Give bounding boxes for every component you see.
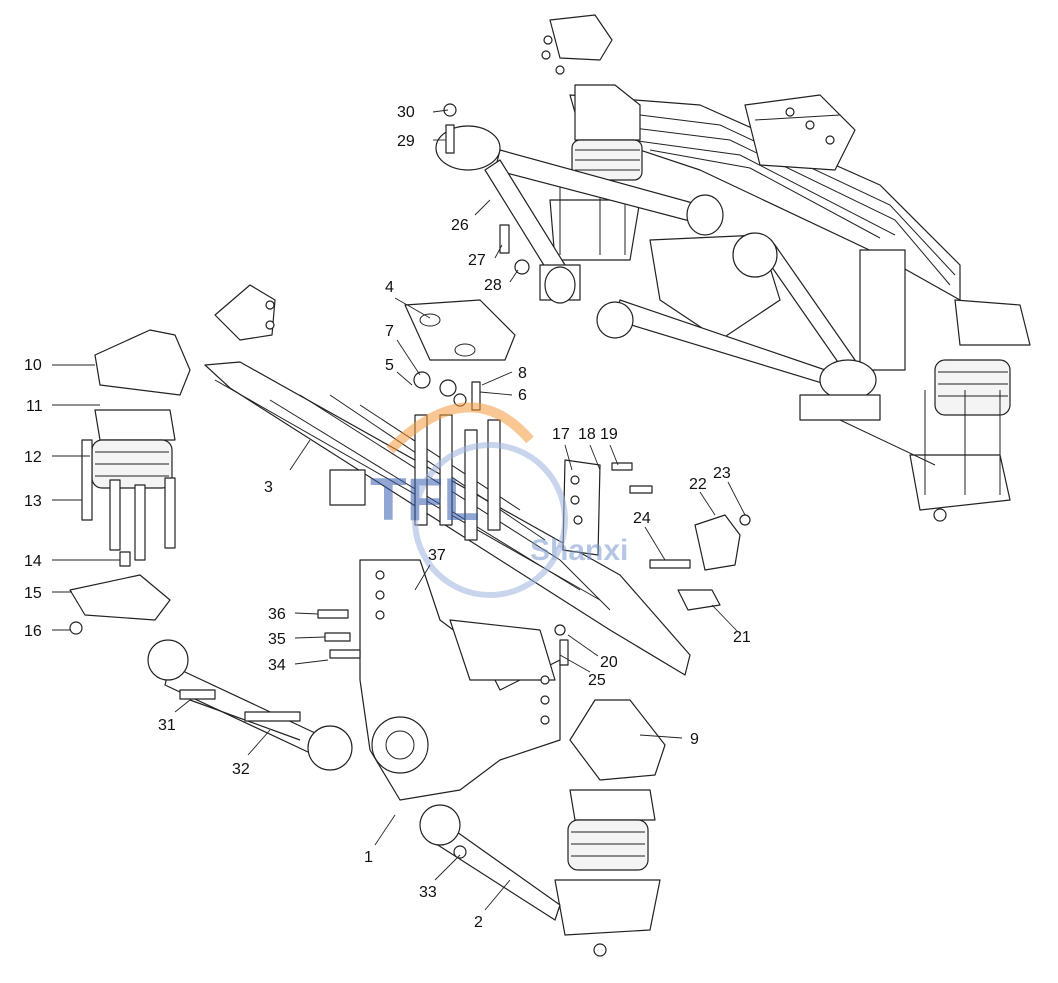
callout-22: 22 (689, 476, 707, 493)
front-torque-rods (147, 639, 561, 921)
callout-18: 18 (578, 426, 596, 443)
callout-30: 30 (397, 104, 415, 121)
callout-27: 27 (468, 252, 486, 269)
callout-31: 31 (158, 717, 176, 734)
callout-19: 19 (600, 426, 618, 443)
rear-upper-bracket (541, 14, 613, 75)
callout-25: 25 (588, 672, 606, 689)
watermark-brand-text: Shanxi (530, 534, 628, 567)
front-top-bracket (214, 284, 276, 341)
callout-15: 15 (24, 585, 42, 602)
callout-21: 21 (733, 629, 751, 646)
callout-9: 9 (690, 731, 699, 748)
front-fasteners-34-37 (317, 609, 569, 666)
callout-labels: 1 2 3 4 5 6 7 8 9 10 11 12 13 14 15 16 1… (24, 104, 751, 931)
callout-20: 20 (600, 654, 618, 671)
callout-14: 14 (24, 553, 42, 570)
callout-2: 2 (474, 914, 483, 931)
callout-17: 17 (552, 426, 570, 443)
callout-29: 29 (397, 133, 415, 150)
rear-torque-rods (435, 125, 936, 466)
callout-35: 35 (268, 631, 286, 648)
callout-4: 4 (385, 279, 394, 296)
leader-lines (52, 109, 746, 911)
front-left-airbag (69, 329, 191, 635)
callout-13: 13 (24, 493, 42, 510)
callout-8: 8 (518, 365, 527, 382)
callout-7: 7 (385, 323, 394, 340)
callout-37: 37 (428, 547, 446, 564)
callout-6: 6 (518, 387, 527, 404)
callout-3: 3 (264, 479, 273, 496)
callout-33: 33 (419, 884, 437, 901)
callout-16: 16 (24, 623, 42, 640)
side-bracket-17-19 (562, 459, 653, 556)
watermark-logo: TFL Shanxi (370, 402, 628, 598)
watermark-logo-text: TFL (370, 466, 480, 533)
callout-32: 32 (232, 761, 250, 778)
callout-5: 5 (385, 357, 394, 374)
front-right-airbag (554, 699, 666, 957)
callout-24: 24 (633, 510, 651, 527)
rear-fasteners (443, 103, 530, 275)
callout-23: 23 (713, 465, 731, 482)
callout-11: 11 (26, 398, 43, 415)
callout-28: 28 (484, 277, 502, 294)
callout-36: 36 (268, 606, 286, 623)
callout-26: 26 (451, 217, 469, 234)
callout-12: 12 (24, 449, 42, 466)
rear-right-airbag (909, 299, 1031, 522)
callout-34: 34 (268, 657, 286, 674)
axle-housing (359, 559, 561, 801)
side-bracket-21-24 (649, 514, 751, 611)
callout-1: 1 (364, 849, 373, 866)
callout-10: 10 (24, 357, 42, 374)
